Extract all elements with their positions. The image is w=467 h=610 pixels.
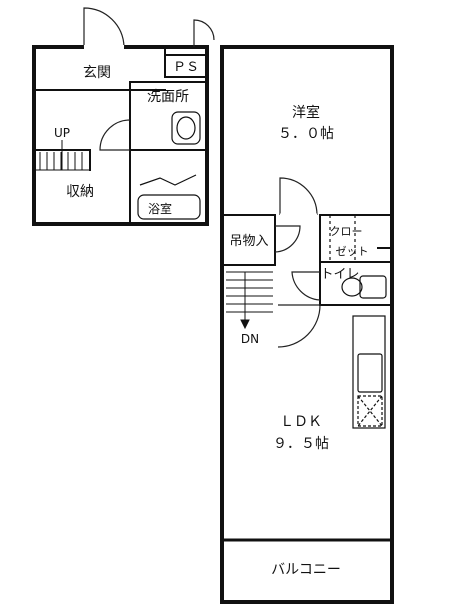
label-up: UP (54, 126, 70, 140)
label-closet-2: ゼット (336, 245, 369, 258)
fixtures (137, 111, 387, 429)
label-yoshitsu-size: ５．０帖 (278, 126, 334, 142)
bathtub-icon (137, 194, 201, 220)
stove-icon (357, 395, 383, 427)
doors (83, 7, 321, 348)
label-genkan: 玄関 (83, 64, 111, 81)
walls (32, 45, 394, 604)
label-balcony: バルコニー (271, 562, 341, 578)
label-toilet: トイレ (320, 267, 359, 282)
sink-icon (357, 353, 383, 393)
toilet-icon (359, 275, 387, 299)
label-ldk: ＬＤＫ (280, 414, 322, 430)
stairs (39, 140, 273, 330)
washbasin-icon (171, 111, 201, 145)
label-tsurimono: 吊物入 (229, 234, 268, 249)
label-yoshitsu: 洋室 (292, 104, 320, 121)
label-shuno: 収納 (66, 184, 94, 200)
label-ldk-size: ９．５帖 (273, 436, 329, 452)
room-labels: 玄関 ＰＳ 洗面所 UP 収納 浴室 洋室 ５．０帖 クロー ゼット 吊物入 ト… (54, 60, 369, 578)
label-ps: ＰＳ (173, 60, 199, 75)
label-dn: DN (241, 332, 259, 346)
label-yokushitsu: 浴室 (148, 201, 172, 216)
label-closet-1: クロー (330, 225, 363, 238)
label-senmenjo: 洗面所 (147, 89, 189, 105)
kitchen-counter (352, 315, 386, 429)
